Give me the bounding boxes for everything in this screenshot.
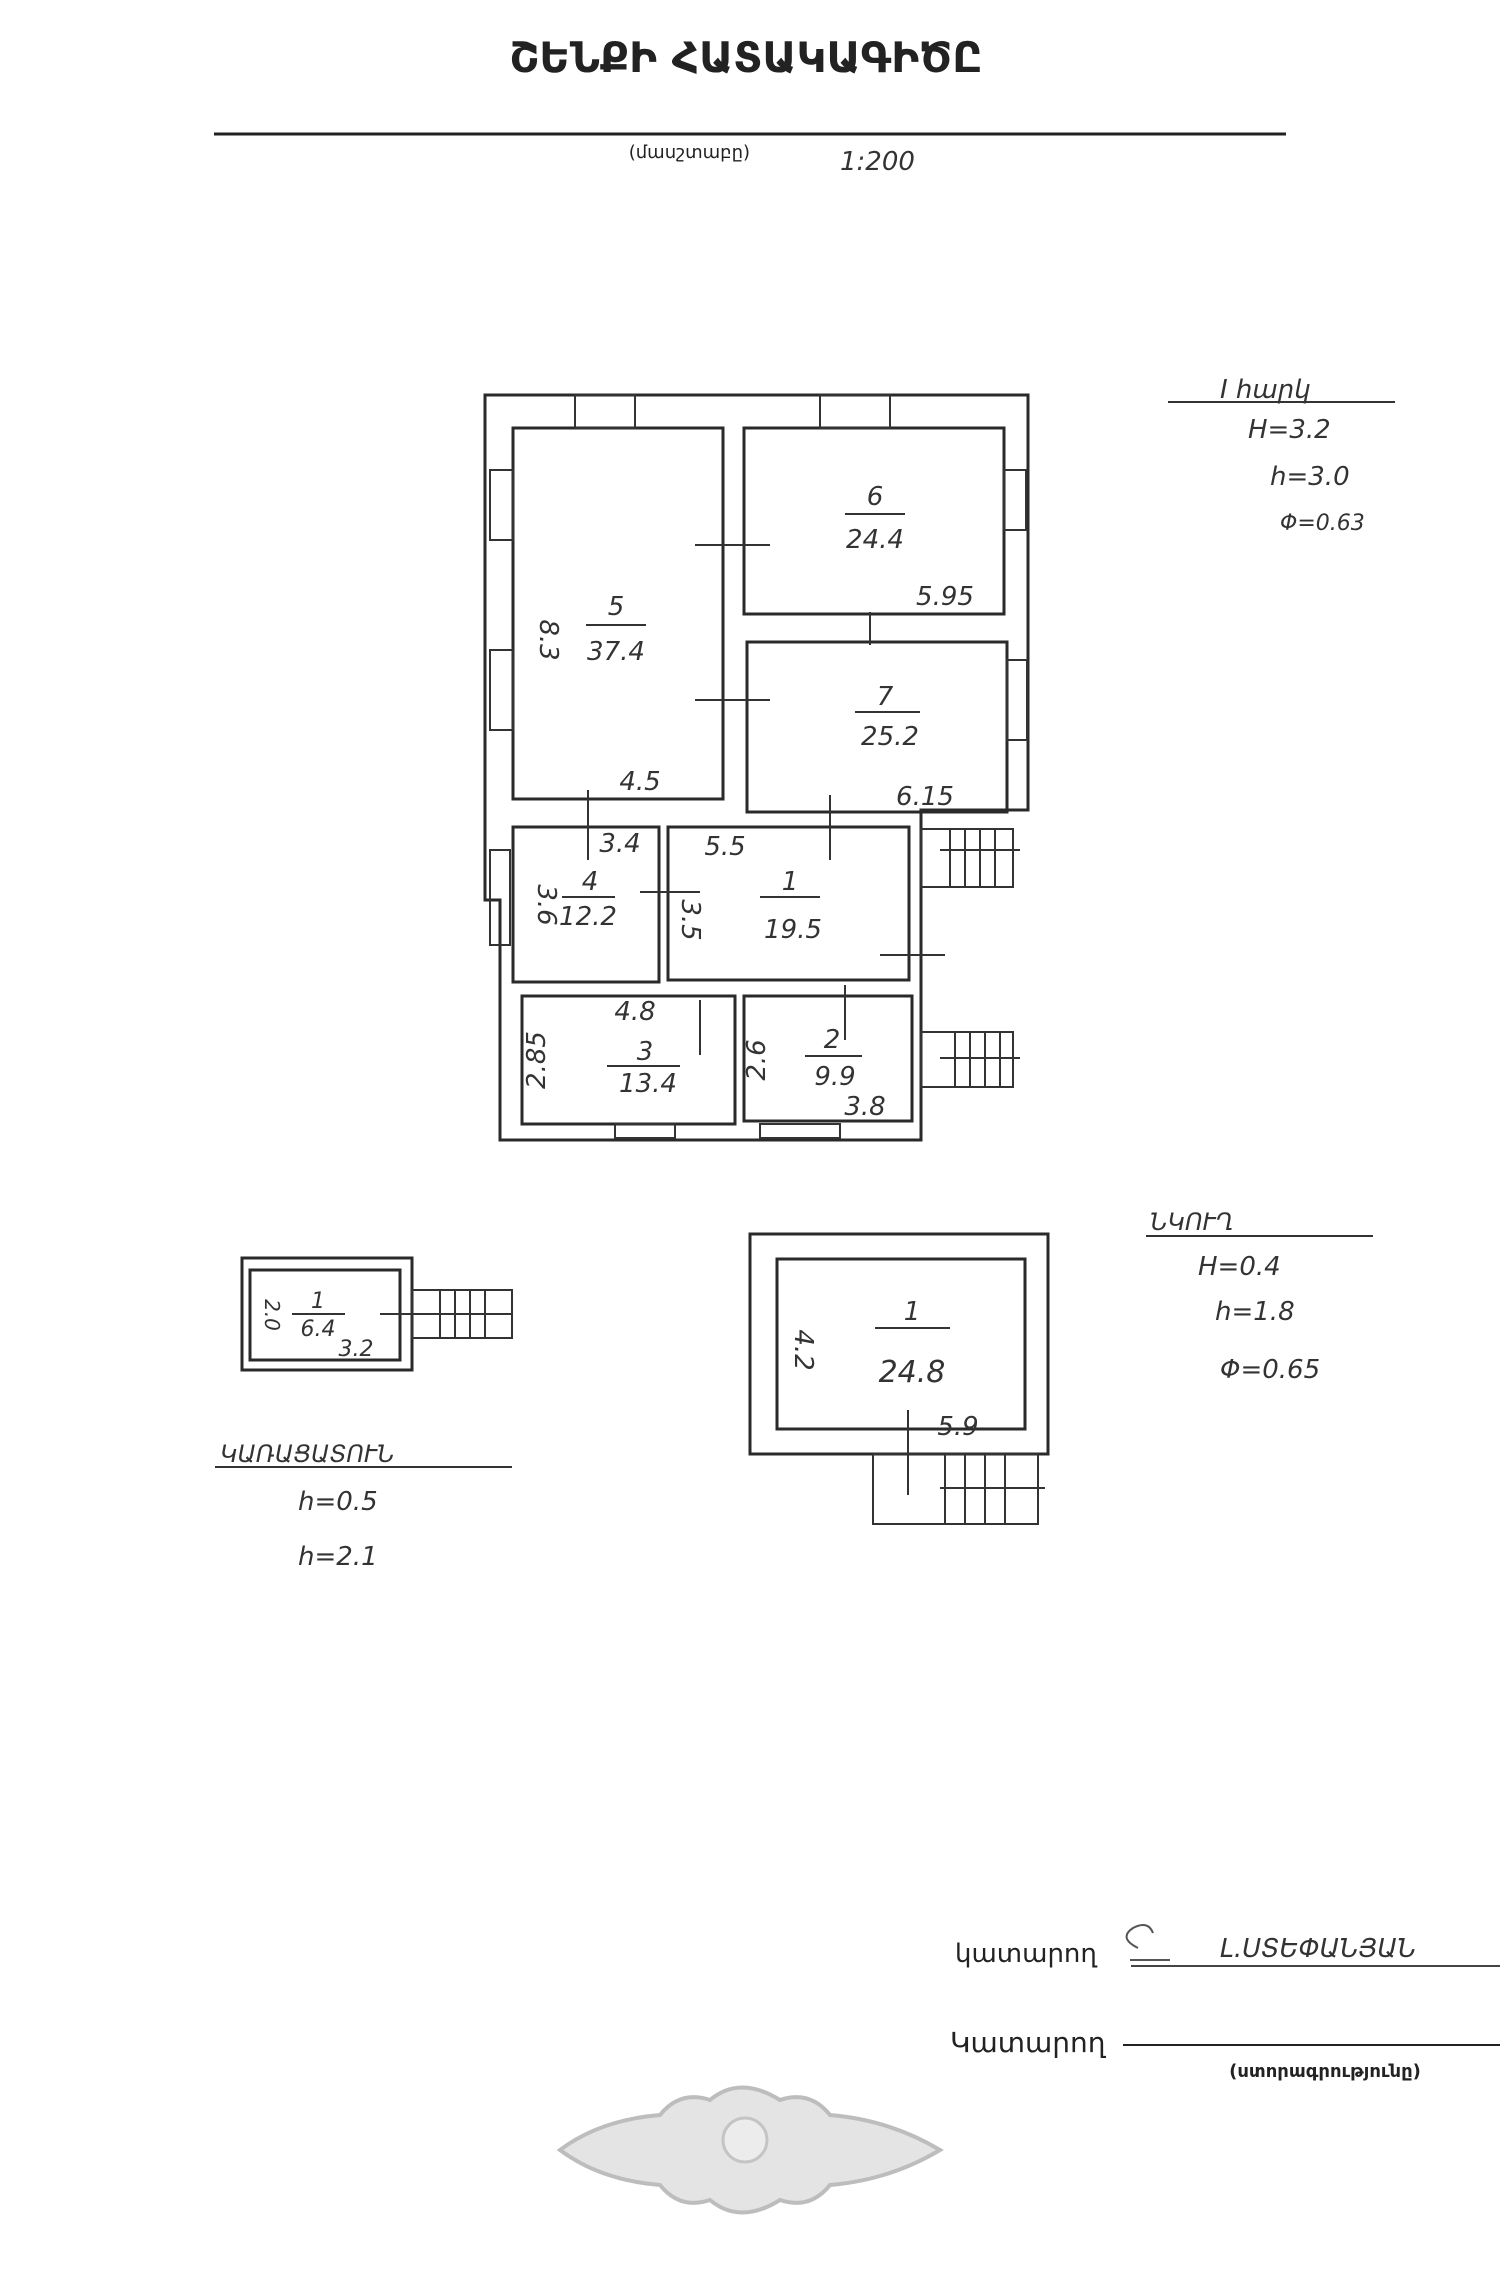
room-area: 24.8: [879, 1355, 946, 1390]
room-dimension: 6.15: [896, 782, 954, 812]
signature-block: կատարող Լ.ՍՏԵՓԱՆՅԱՆ Կատարող (ստորագրությ…: [950, 1923, 1500, 2082]
signature-name: Լ.ՍՏԵՓԱՆՅԱՆ: [1220, 1934, 1416, 1964]
room-dimension: 2.85: [522, 1031, 552, 1089]
room-dimension: 3.4: [599, 829, 640, 859]
height-H: H=0.4: [1198, 1252, 1281, 1282]
stairs-icon: [920, 828, 1020, 888]
floor-title: I հարկ: [1220, 375, 1311, 405]
basement-plan: 1 24.8 4.2 5.9 ՆԿՈՒՂ H=0.4 h=1.8 Φ=0.65: [748, 1208, 1373, 1525]
room-dimension: 5.5: [704, 832, 745, 862]
height-h: h=1.8: [1215, 1297, 1295, 1327]
room-dimension: 3.2: [339, 1337, 374, 1362]
room-dimension: 2.6: [742, 1039, 772, 1080]
shed-plan: 1 6.4 2.0 3.2 ԿԱՌԱՑԱՏՈՒՆ h=0.5 h=2.1: [215, 1256, 513, 1572]
room-dimension: 8.3: [533, 619, 563, 660]
height-h: h=3.0: [1270, 462, 1350, 492]
first-floor-legend: I հարկ H=3.2 h=3.0 Φ=0.63: [1168, 375, 1395, 536]
room-area: 25.2: [861, 722, 919, 752]
basement-title: ՆԿՈՒՂ: [1150, 1208, 1234, 1236]
room-area: 9.9: [814, 1062, 855, 1092]
room-number: 3: [637, 1037, 654, 1067]
room-area: 24.4: [846, 525, 904, 555]
room-dimension: 4.5: [619, 767, 660, 797]
coefficient-phi: Φ=0.65: [1220, 1355, 1320, 1385]
scale-value: 1:200: [840, 147, 915, 177]
room-area: 13.4: [619, 1069, 677, 1099]
first-floor-plan: 5 37.4 8.3 4.5 6 24.4 5.95 7 25.2 6.15 4…: [483, 375, 1395, 1142]
height-H: H=3.2: [1248, 415, 1331, 445]
room-dimension: 4.8: [614, 997, 655, 1027]
document-title: ՇԵՆՔԻ ՀԱՏԱԿԱԳԻԾԸ: [509, 33, 982, 82]
room-dimension: 4.2: [788, 1329, 818, 1370]
room-number: 2: [824, 1025, 841, 1055]
room-number: 1: [311, 1289, 325, 1314]
room-area: 12.2: [559, 902, 617, 932]
stairs-icon: [872, 1410, 1045, 1525]
room-number: 1: [904, 1297, 921, 1327]
signature-mark: [1125, 1923, 1170, 1961]
coefficient-phi: Φ=0.63: [1280, 511, 1365, 536]
room-number: 4: [582, 867, 599, 897]
height-h: h=2.1: [298, 1542, 378, 1572]
room-dimension: 2.0: [260, 1299, 284, 1331]
height-h: h=0.5: [298, 1487, 378, 1517]
room-area: 6.4: [301, 1317, 336, 1342]
shed-legend: ԿԱՌԱՑԱՏՈՒՆ h=0.5 h=2.1: [215, 1440, 512, 1572]
room-dimension: 5.95: [916, 582, 974, 612]
ornament-center: [721, 2116, 769, 2164]
basement-legend: ՆԿՈՒՂ H=0.4 h=1.8 Φ=0.65: [1146, 1208, 1373, 1385]
performer-label: Կատարող: [950, 2026, 1107, 2059]
scale-label: (մասշտաբը): [629, 142, 750, 163]
room-area: 37.4: [587, 637, 645, 667]
stairs-icon: [380, 1289, 513, 1339]
room-number: 1: [782, 867, 799, 897]
room-number: 7: [877, 682, 894, 712]
room-dimension: 3.8: [844, 1092, 885, 1122]
stairs-icon: [920, 1031, 1020, 1088]
room-dimension: 3.5: [675, 899, 705, 940]
room-number: 5: [608, 592, 625, 622]
room-area: 19.5: [764, 915, 822, 945]
room-dimension: 5.9: [937, 1412, 978, 1442]
room-dimension: 3.6: [531, 884, 561, 925]
performer-label: կատարող: [955, 1939, 1097, 1969]
room-number: 6: [867, 482, 884, 512]
shed-title: ԿԱՌԱՑԱՏՈՒՆ: [220, 1440, 394, 1468]
signature-caption: (ստորագրությունը): [1229, 2061, 1421, 2082]
